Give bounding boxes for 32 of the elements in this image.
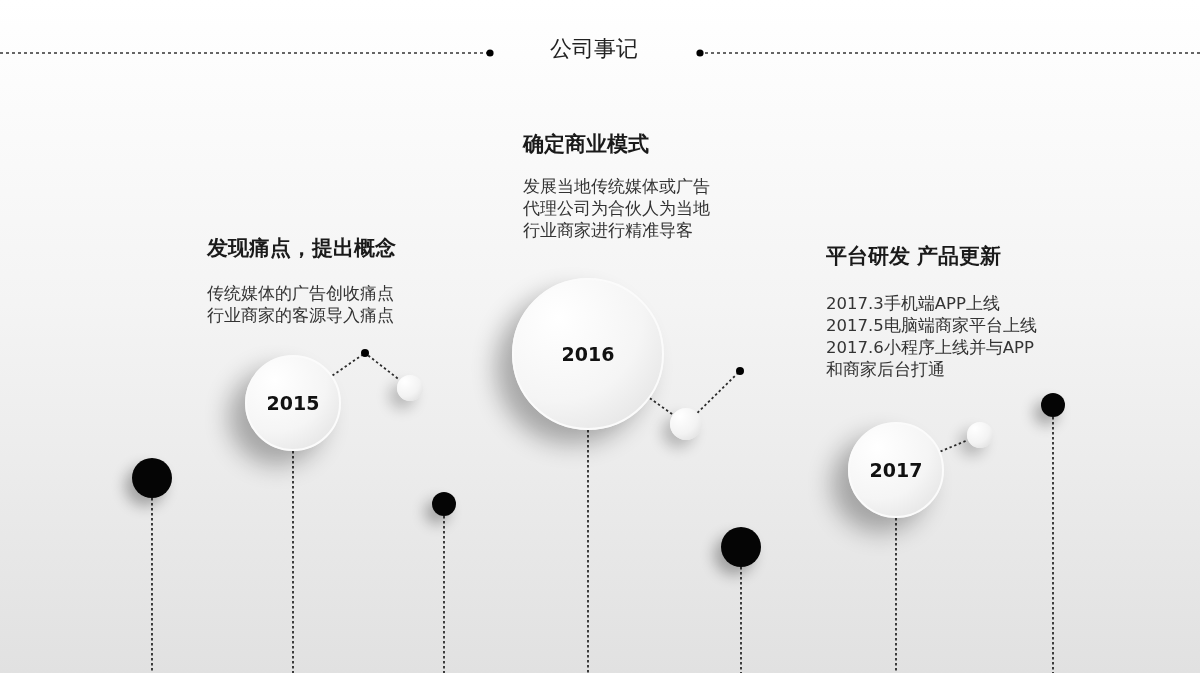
end-dot xyxy=(361,349,369,357)
page-title: 公司事记 xyxy=(550,35,638,63)
bubble xyxy=(670,408,702,440)
stem-line xyxy=(587,429,589,673)
milestone-heading: 确定商业模式 xyxy=(523,131,650,157)
timeline-dot xyxy=(721,527,761,567)
stem-line xyxy=(740,566,742,673)
connector-line xyxy=(367,354,401,381)
stem-line xyxy=(443,515,445,673)
milestone-text: 传统媒体的广告创收痛点 xyxy=(207,283,395,305)
timeline-dot xyxy=(432,492,456,516)
end-dot xyxy=(736,367,744,375)
connector-line xyxy=(648,397,674,416)
year-label: 2015 xyxy=(266,392,320,414)
connector-line xyxy=(939,439,969,453)
milestone-heading: 平台研发 产品更新 xyxy=(826,243,1003,269)
stem-line xyxy=(895,517,897,673)
stem-line xyxy=(292,450,294,673)
year-label: 2016 xyxy=(561,343,615,365)
milestone-heading: 发现痛点，提出概念 xyxy=(207,235,397,261)
stem-line xyxy=(151,497,153,673)
milestone-text: 2017.5电脑端商家平台上线 xyxy=(826,315,1038,337)
bubble xyxy=(967,422,993,448)
timeline-dot xyxy=(132,458,172,498)
year-label: 2017 xyxy=(869,459,923,481)
timeline-dot xyxy=(1041,393,1065,417)
stem-line xyxy=(1052,416,1054,673)
milestone-text: 行业商家的客源导入痛点 xyxy=(207,305,395,327)
bubble xyxy=(397,375,423,401)
milestone-text: 2017.3手机端APP上线 xyxy=(826,293,1001,315)
milestone-text: 发展当地传统媒体或广告代理公司为合伙人为当地行业商家进行精准导客 xyxy=(523,176,711,242)
milestone-text: 2017.6小程序上线并与APP和商家后台打通 xyxy=(826,337,1035,381)
